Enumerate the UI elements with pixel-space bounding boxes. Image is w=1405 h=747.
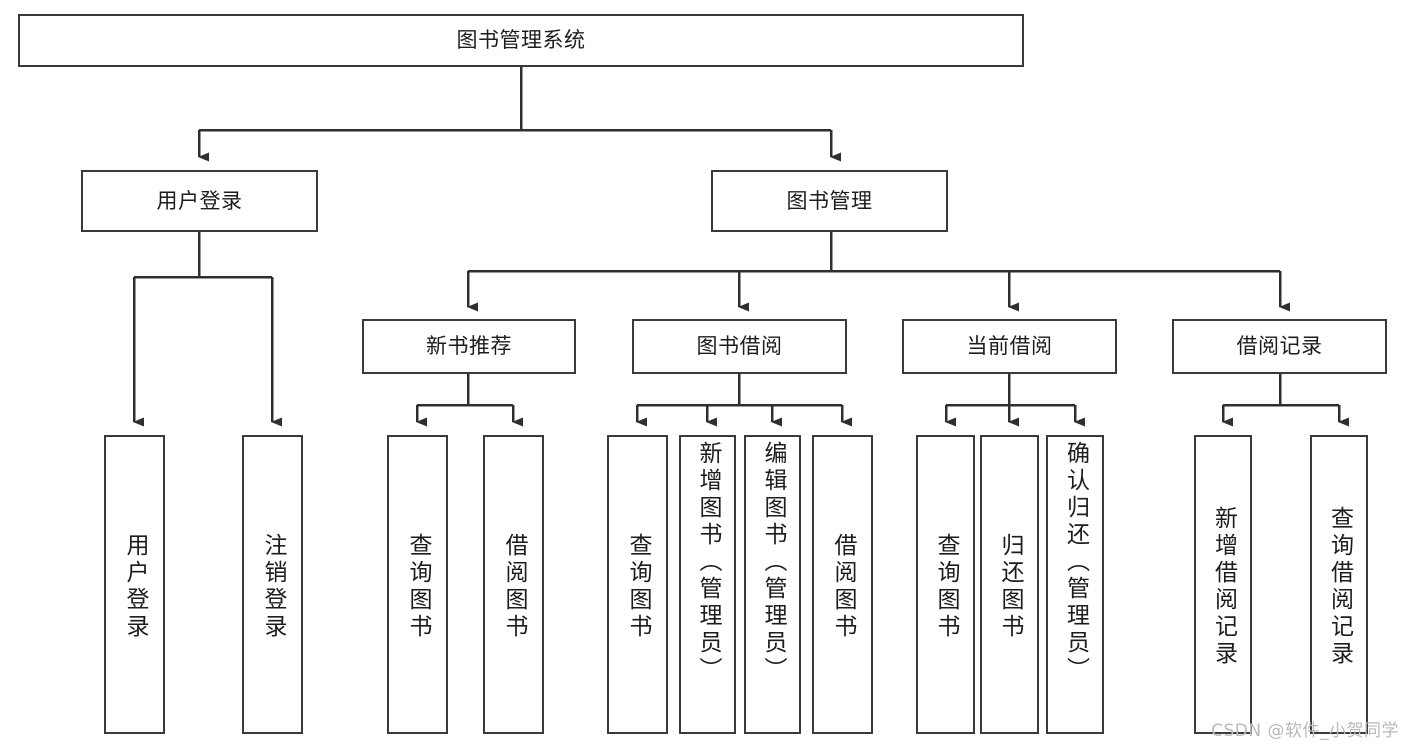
leaf-label-new-book-query: 查询图书 <box>405 532 431 641</box>
leaf-label-user-login-logout: 注销登录 <box>260 532 286 641</box>
leaf-label-borrow-record-add: 新增借阅记录 <box>1210 505 1237 668</box>
leaf-label-book-borrow-query: 查询图书 <box>625 532 651 641</box>
node-new-book-recommend[interactable]: 新书推荐 <box>362 319 576 374</box>
leaf-current-borrow-return[interactable]: 归还图书 <box>980 435 1039 734</box>
leaf-book-borrow-add[interactable]: 新增图书（管理员） <box>679 435 736 734</box>
leaf-label-book-borrow-borrow: 借阅图书 <box>830 532 856 641</box>
node-book-management-system[interactable]: 图书管理系统 <box>18 14 1024 67</box>
node-label-new-book-recommend: 新书推荐 <box>426 334 512 359</box>
node-book-management[interactable]: 图书管理 <box>711 170 948 232</box>
leaf-book-borrow-borrow[interactable]: 借阅图书 <box>812 435 873 734</box>
leaf-label-user-login-login: 用户登录 <box>122 532 148 641</box>
leaf-book-borrow-edit[interactable]: 编辑图书（管理员） <box>744 435 801 734</box>
leaf-label-book-borrow-edit: 编辑图书（管理员） <box>760 441 786 684</box>
node-label-book-borrow: 图书借阅 <box>696 334 783 359</box>
leaf-user-login-logout[interactable]: 注销登录 <box>242 435 303 734</box>
node-label-root: 图书管理系统 <box>456 28 586 53</box>
leaf-current-borrow-confirm-return[interactable]: 确认归还（管理员） <box>1046 435 1104 734</box>
node-book-borrow[interactable]: 图书借阅 <box>632 319 847 374</box>
leaf-label-current-borrow-return: 归还图书 <box>997 532 1023 641</box>
leaf-label-new-book-borrow: 借阅图书 <box>501 532 527 641</box>
leaf-label-borrow-record-query: 查询借阅记录 <box>1326 505 1353 668</box>
leaf-label-current-borrow-query: 查询图书 <box>933 532 959 641</box>
node-user-login[interactable]: 用户登录 <box>81 170 318 232</box>
leaf-new-book-borrow[interactable]: 借阅图书 <box>483 435 544 734</box>
node-label-user-login: 用户登录 <box>156 188 243 213</box>
leaf-current-borrow-query[interactable]: 查询图书 <box>916 435 975 734</box>
leaf-borrow-record-add[interactable]: 新增借阅记录 <box>1194 435 1252 734</box>
leaf-label-book-borrow-add: 新增图书（管理员） <box>695 441 721 684</box>
leaf-borrow-record-query[interactable]: 查询借阅记录 <box>1310 435 1368 734</box>
leaf-label-current-borrow-confirm-return: 确认归还（管理员） <box>1062 441 1089 684</box>
leaf-new-book-query[interactable]: 查询图书 <box>387 435 448 734</box>
node-label-current-borrow: 当前借阅 <box>966 334 1053 359</box>
csdn-watermark: CSDN @软件_小贺同学 <box>1211 721 1399 741</box>
node-borrow-record[interactable]: 借阅记录 <box>1172 319 1387 374</box>
node-current-borrow[interactable]: 当前借阅 <box>902 319 1117 374</box>
node-label-book-management: 图书管理 <box>786 188 873 213</box>
leaf-book-borrow-query[interactable]: 查询图书 <box>607 435 668 734</box>
leaf-user-login-login[interactable]: 用户登录 <box>104 435 165 734</box>
node-label-borrow-record: 借阅记录 <box>1236 334 1323 359</box>
